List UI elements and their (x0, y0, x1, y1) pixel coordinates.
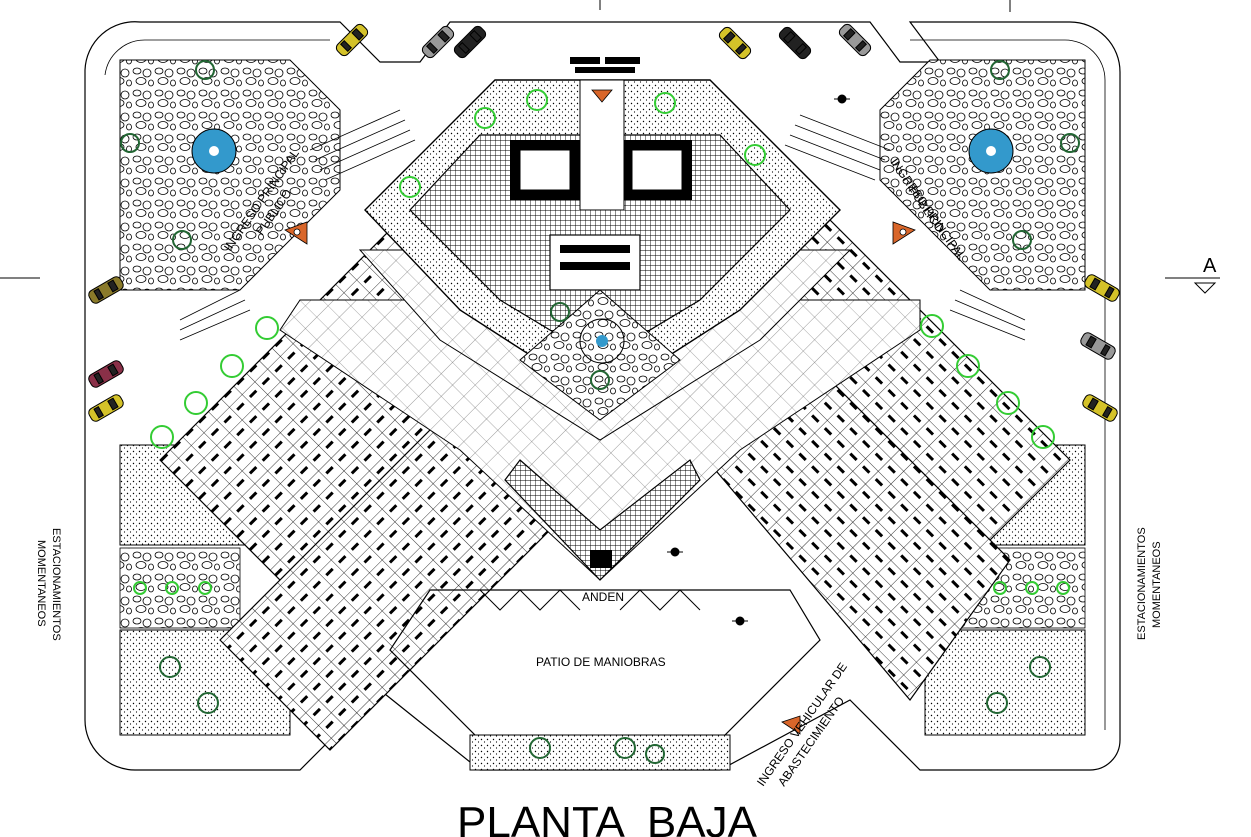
garden-bottom-right (924, 629, 1086, 736)
label-estac-right-1: ESTACIONAMIENTOS (1136, 527, 1148, 640)
label-anden: ANDEN (582, 590, 624, 604)
plaza-top-right (879, 59, 1086, 291)
central-courtyard (519, 289, 681, 421)
plaza-top-left (119, 59, 341, 291)
lower-building (504, 459, 701, 581)
site-boundary (84, 21, 1121, 771)
label-estac-right-2: MOMENTANEOS (1151, 541, 1163, 628)
label-vehicular-1: INGRESO VEHICULAR DE (754, 660, 850, 789)
entrance-markers (284, 89, 916, 735)
label-patio: PATIO DE MANIOBRAS (536, 655, 666, 669)
trees (133, 89, 1070, 595)
central-fountain (579, 318, 625, 364)
label-estac-left-2: MOMENTANEOS (35, 540, 47, 627)
drawing-title: PLANTA BAJA (457, 798, 758, 837)
label-estac-left-1: ESTACIONAMIENTOS (50, 528, 62, 641)
section-marker: A (1203, 255, 1217, 277)
